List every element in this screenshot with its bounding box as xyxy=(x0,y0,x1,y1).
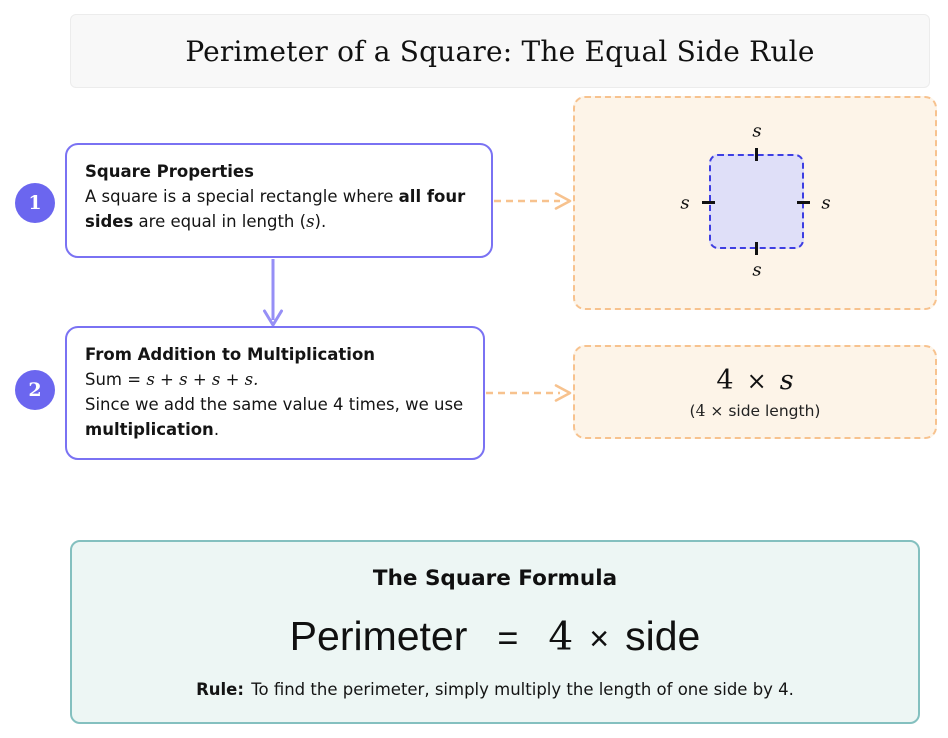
summary-heading: The Square Formula xyxy=(372,566,618,591)
page-title: Perimeter of a Square: The Equal Side Ru… xyxy=(185,34,815,68)
caption-factor: 4 xyxy=(695,401,706,420)
side-label-right: s xyxy=(821,192,831,214)
step-2-heading: From Addition to Multiplication xyxy=(85,345,376,364)
summary-formula: Perimeter = 4 × side xyxy=(290,613,701,660)
multiply-sign: × xyxy=(746,366,767,395)
step-1-math-var: s xyxy=(306,212,315,231)
sum-math: = s + s + s + s. xyxy=(127,370,259,389)
product-expression: 4 × s xyxy=(716,365,793,396)
step-1-body: A square is a special rectangle where al… xyxy=(85,184,473,234)
connector-arrow-step1 xyxy=(494,190,576,216)
product-factor: 4 xyxy=(716,364,734,396)
down-arrow-icon xyxy=(263,259,283,327)
caption-times: × xyxy=(705,401,729,420)
formula-lhs: Perimeter xyxy=(289,613,468,659)
formula-rhs: side xyxy=(625,613,701,659)
multiply-sign: × xyxy=(589,620,610,658)
square-shape xyxy=(709,154,804,249)
tick-mark-bottom xyxy=(755,242,758,255)
step-2-text: Since we add the same value 4 times, we … xyxy=(85,395,464,414)
step-1-bold-text: all four sides xyxy=(85,187,466,231)
step-1-text: are equal in length ( xyxy=(133,212,307,231)
dashed-arrow-icon xyxy=(486,384,572,402)
side-label-top: s xyxy=(752,120,762,142)
step-2-body: Since we add the same value 4 times, we … xyxy=(85,392,465,442)
tick-mark-top xyxy=(755,148,758,161)
square-diagram-panel: s s s s xyxy=(573,96,937,310)
product-panel: 4 × s (4 × side length) xyxy=(573,345,937,439)
step-1-badge: 1 xyxy=(15,183,55,223)
step-2-text: . xyxy=(213,420,220,439)
flow-arrow-down xyxy=(262,259,284,331)
rule-label: Rule: xyxy=(196,680,244,699)
formula-factor: 4 xyxy=(548,615,574,660)
step-2-box: From Addition to Multiplication Sum = s … xyxy=(65,326,485,460)
title-banner: Perimeter of a Square: The Equal Side Ru… xyxy=(70,14,930,88)
side-label-bottom: s xyxy=(752,259,762,281)
caption-paren: ( xyxy=(689,401,696,420)
rule-text: To find the perimeter, simply multiply t… xyxy=(245,680,794,699)
step-1-box: Square Properties A square is a special … xyxy=(65,143,493,258)
product-variable: s xyxy=(779,364,794,396)
step-1-heading: Square Properties xyxy=(85,162,254,181)
tick-mark-left xyxy=(702,201,715,204)
side-label-left: s xyxy=(680,192,690,214)
dashed-arrow-icon xyxy=(494,192,572,210)
step-2-sum-line: Sum = s + s + s + s. xyxy=(85,367,465,392)
step-1-text: ). xyxy=(314,212,327,231)
sum-label: Sum xyxy=(85,370,128,389)
product-caption: (4 × side length) xyxy=(690,402,821,420)
step-2-badge: 2 xyxy=(15,370,55,410)
step-2-bold-text: multiplication xyxy=(85,420,214,439)
connector-arrow-step2 xyxy=(486,382,576,408)
rule-note: Rule: To find the perimeter, simply mult… xyxy=(196,680,794,699)
equals-sign: = xyxy=(497,617,519,658)
tick-mark-right xyxy=(797,201,810,204)
formula-summary-box: The Square Formula Perimeter = 4 × side … xyxy=(70,540,920,724)
step-1-text: A square is a special rectangle where xyxy=(85,187,399,206)
caption-text: side length) xyxy=(728,401,821,420)
